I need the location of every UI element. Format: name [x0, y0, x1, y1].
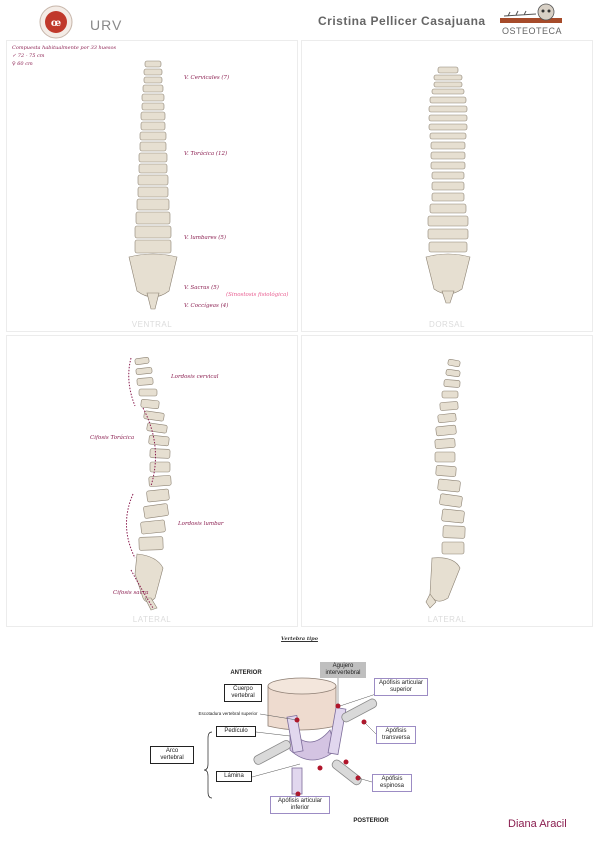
panel-label-ventral: VENTRAL — [131, 320, 173, 329]
panel-label-lateral-left: LATERAL — [132, 615, 172, 624]
label-lumbares: V. lumbares (5) — [184, 235, 227, 241]
note-line-2: ✓ 72 - 75 cm — [12, 53, 45, 59]
label-posterior: POSTERIOR — [353, 818, 389, 824]
university-name: URV — [90, 17, 123, 33]
label-articular-superior: Apófisis articular superior — [374, 678, 428, 696]
label-cifosis-toracica: Cifosis Torácica — [90, 435, 135, 441]
dorsal-panel: DORSAL — [301, 40, 593, 332]
lateral-spine-illustration — [125, 357, 172, 611]
label-agujero: Agujero intervertebral — [320, 662, 366, 678]
label-sinostosis: (Sinostosis fisiológica) — [226, 292, 289, 298]
label-coccigeas: V. Coccígeas (4) — [184, 303, 229, 309]
label-espinosa: Apófisis espinosa — [372, 774, 412, 792]
author-name: Cristina Pellicer Casajuana — [318, 14, 486, 28]
lateral-right-spine-illustration — [425, 359, 466, 609]
dorsal-spine-illustration — [425, 66, 471, 304]
vertebra-illustration — [203, 674, 378, 801]
footer-author-name: Diana Aracil — [508, 818, 567, 830]
label-toracica: V. Torácica (12) — [184, 151, 228, 157]
label-escotadura: Escotadura vertebral superior — [198, 711, 258, 716]
spine-note: Compuesta habitualmente por 33 huesos ✓ … — [12, 44, 116, 68]
lateral-right-panel: LATERAL — [301, 335, 593, 627]
label-lordosis-lumbar: Lordosis lumbar — [178, 521, 224, 527]
osteoteca-label: OSTEOTECA — [502, 26, 563, 36]
label-lamina: Lámina — [216, 771, 252, 782]
lateral-left-panel: LATERAL — [6, 335, 298, 627]
ventral-panel: VENTRAL — [6, 40, 298, 332]
label-sacras: V. Sacras (5) — [184, 285, 219, 291]
panel-label-lateral-right: LATERAL — [427, 615, 467, 624]
svg-text:œ: œ — [51, 18, 61, 29]
label-cifosis-sacra: Cifosis sacra — [113, 590, 149, 596]
ventral-spine-illustration — [128, 60, 178, 310]
diagram-title: Vertebra tipo — [281, 636, 318, 642]
note-line-3: ♀ 60 cm — [12, 61, 33, 67]
label-arco: Arco vertebral — [150, 746, 194, 764]
label-anterior: ANTERIOR — [230, 670, 262, 676]
panel-label-dorsal: DORSAL — [429, 320, 465, 329]
vertebra-diagram: ANTERIOR POSTERIOR Agujero intervertebra… — [140, 650, 450, 835]
label-pediculo: Pedículo — [216, 726, 256, 737]
skeleton-logo-icon — [500, 3, 562, 23]
label-lordosis-cervical: Lordosis cervical — [171, 374, 219, 380]
label-cervicales: V. Cervicales (7) — [184, 75, 230, 81]
label-cuerpo: Cuerpo vertebral — [224, 684, 262, 702]
note-line-1: Compuesta habitualmente por 33 huesos — [12, 45, 117, 51]
urv-logo: œ — [39, 5, 73, 39]
label-transversa: Apófisis transversa — [376, 726, 416, 744]
label-articular-inferior: Apófisis articular inferior — [270, 796, 330, 814]
